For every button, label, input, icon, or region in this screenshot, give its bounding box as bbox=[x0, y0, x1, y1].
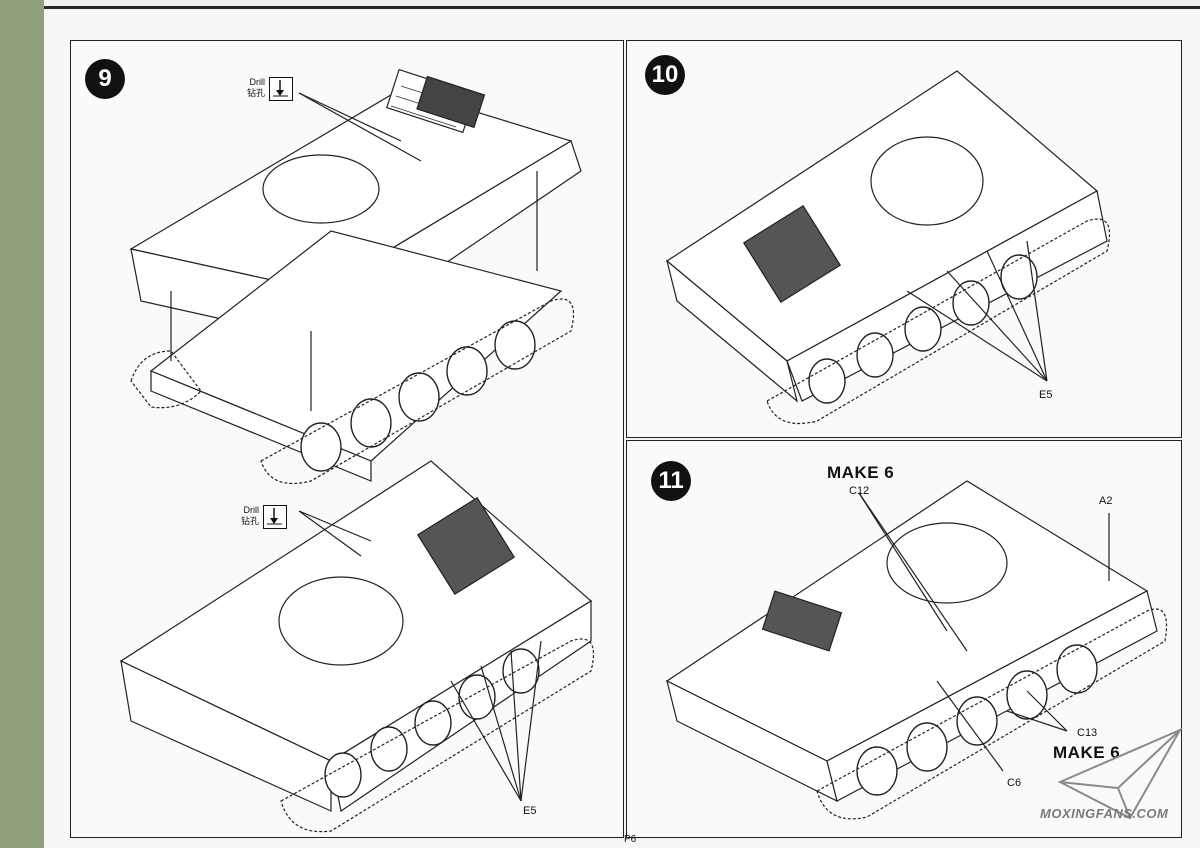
step-9-badge: 9 bbox=[85, 59, 125, 99]
drill-icon-2 bbox=[263, 505, 288, 529]
part-label-c12: C12 bbox=[849, 485, 870, 497]
step-9-panel: 9 bbox=[70, 40, 624, 838]
top-rule bbox=[44, 6, 1200, 9]
step-9-hull-drawing bbox=[129, 68, 582, 485]
paper-plane-icon bbox=[1057, 727, 1183, 820]
part-label-c13: C13 bbox=[1077, 727, 1098, 739]
drill-label-2: Drill 钻孔 bbox=[241, 505, 259, 527]
step-11-panel: 11 MAKE 6 C12 A2 C13 MAKE 6 C bbox=[626, 440, 1182, 838]
step-9-drill-callout-2: Drill 钻孔 bbox=[241, 505, 288, 529]
step-10-hull-drawing bbox=[665, 70, 1111, 425]
step-11-badge: 11 bbox=[651, 461, 691, 501]
drill-label-en-2: Drill bbox=[243, 505, 260, 515]
binding-strip bbox=[0, 0, 44, 848]
drill-label: Drill 钻孔 bbox=[247, 77, 265, 99]
part-label-a2: A2 bbox=[1099, 495, 1113, 507]
step-10-badge: 10 bbox=[645, 55, 685, 95]
step-11-hull-drawing bbox=[665, 480, 1168, 820]
part-label-c6: C6 bbox=[1007, 777, 1022, 789]
step-10-panel: 10 E5 bbox=[626, 40, 1182, 438]
part-label-e5-step10: E5 bbox=[1039, 389, 1053, 401]
drill-label-en: Drill bbox=[249, 77, 266, 87]
page-number: P6 bbox=[624, 834, 637, 845]
step-9-hull-drawing-2 bbox=[119, 460, 595, 833]
part-label-e5: E5 bbox=[523, 805, 537, 817]
make-6-label-2: MAKE 6 bbox=[1053, 743, 1121, 762]
drill-icon bbox=[269, 77, 294, 101]
step-9-drill-callout: Drill 钻孔 bbox=[247, 77, 294, 101]
drill-label-cn-2: 钻孔 bbox=[241, 516, 260, 526]
watermark-text: MOXINGFANS.COM bbox=[1040, 806, 1169, 821]
make-6-label: MAKE 6 bbox=[827, 463, 895, 482]
drill-label-cn: 钻孔 bbox=[247, 88, 266, 98]
